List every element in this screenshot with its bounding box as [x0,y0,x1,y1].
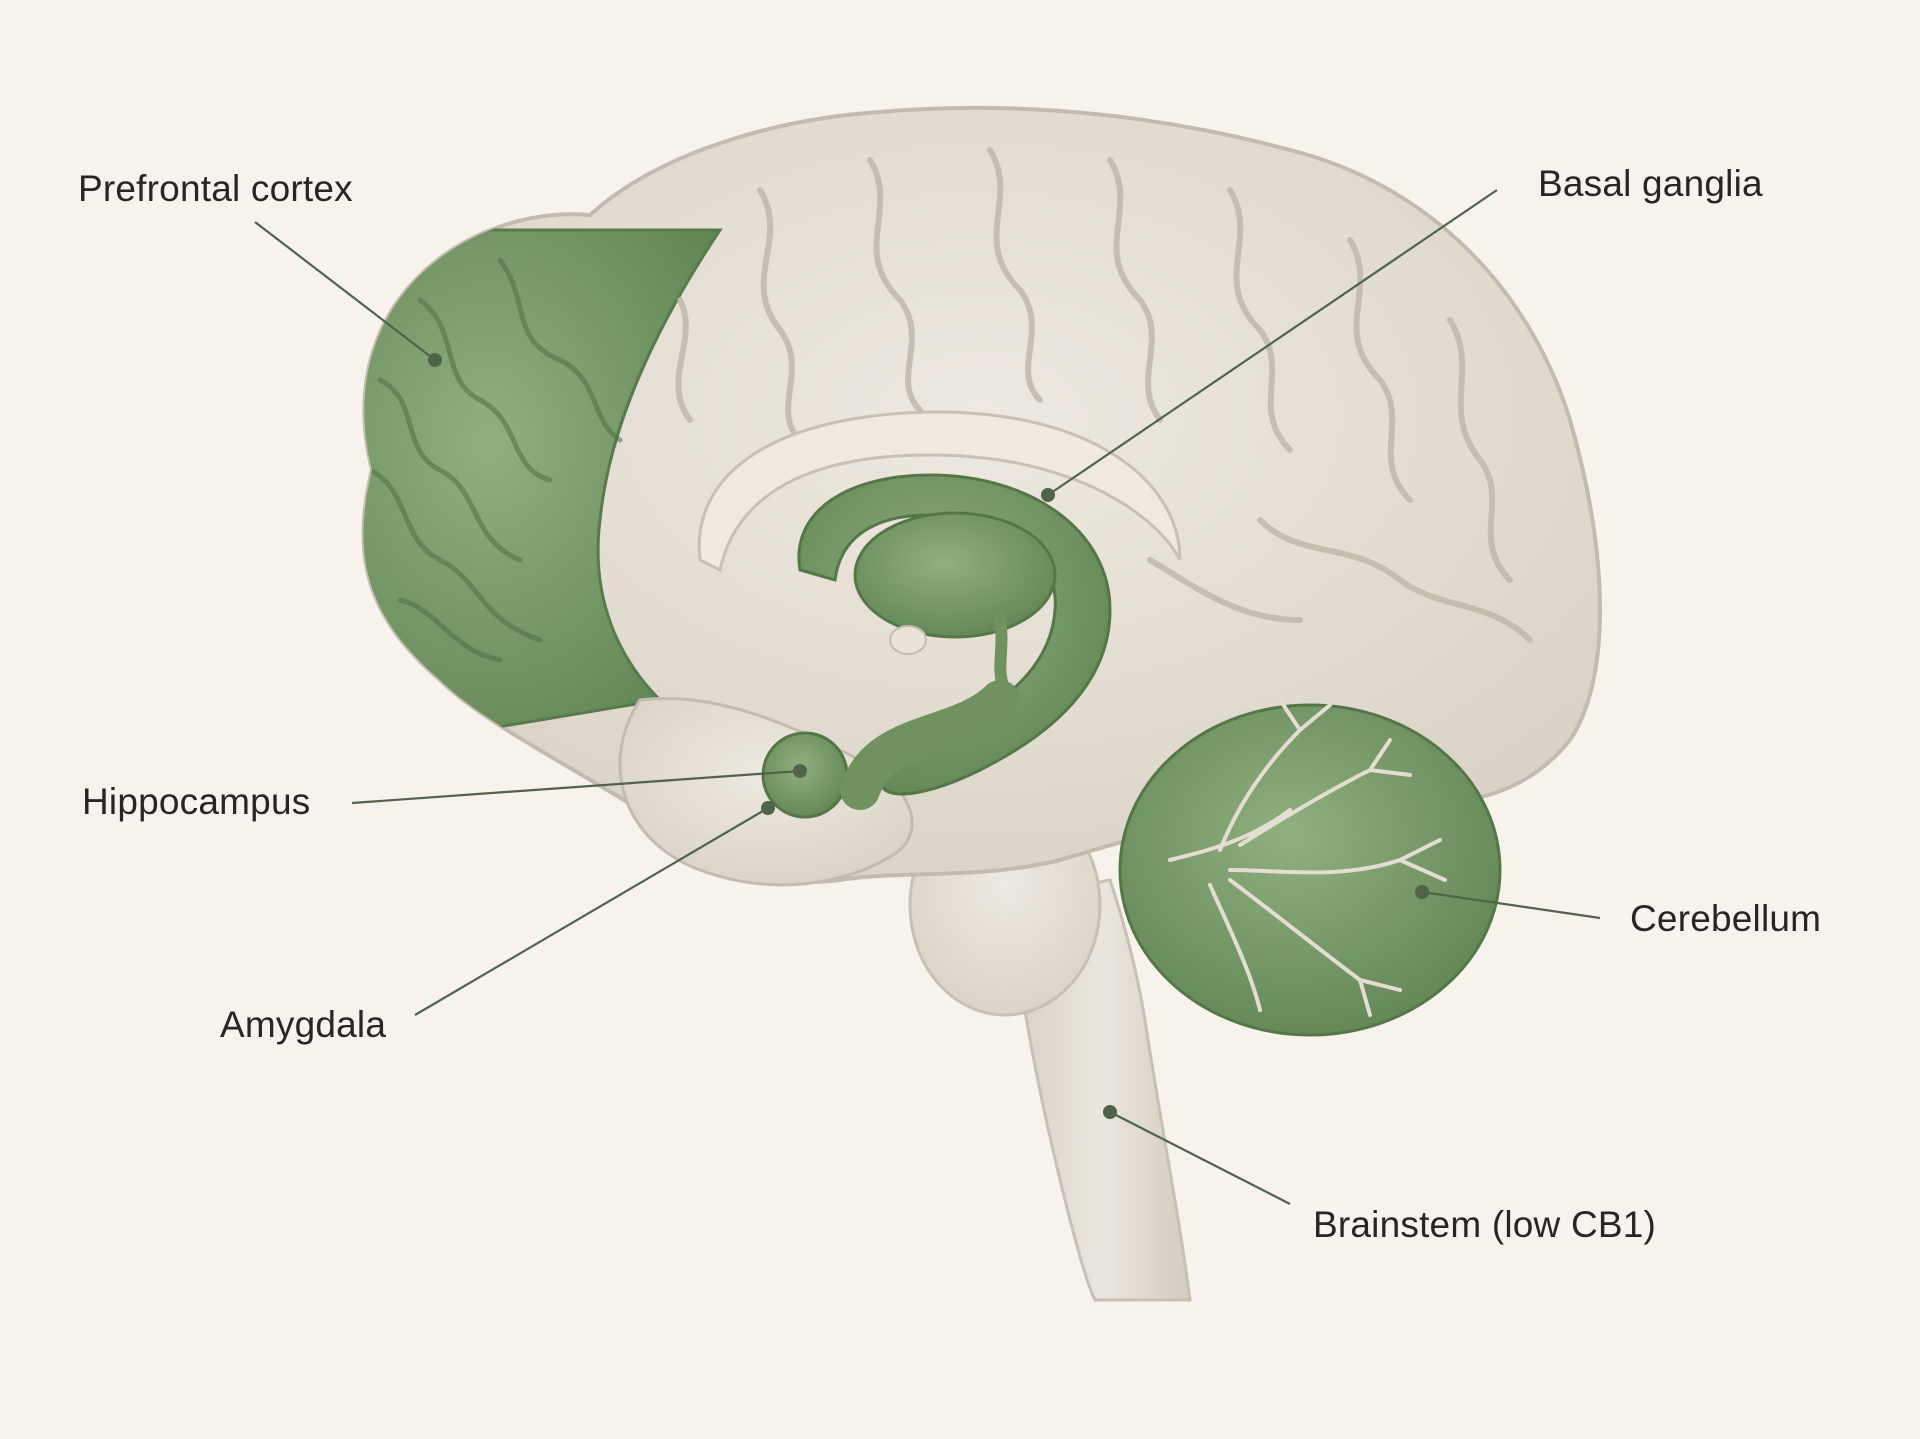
cerebellum-shape [1118,703,1502,1037]
label-prefrontal-cortex: Prefrontal cortex [78,168,353,209]
label-brainstem: Brainstem (low CB1) [1313,1204,1657,1245]
label-basal-ganglia: Basal ganglia [1538,163,1763,204]
corpus-callosum [697,410,1182,573]
leader-dots [428,353,1429,1119]
prefrontal-region [363,228,723,762]
leader-lines [254,189,1601,1205]
label-hippocampus: Hippocampus [82,781,311,822]
arbor-vitae [1168,698,1447,1017]
label-amygdala: Amygdala [220,1004,387,1045]
thalamus-shape [853,511,1057,639]
label-cerebellum: Cerebellum [1630,898,1822,939]
